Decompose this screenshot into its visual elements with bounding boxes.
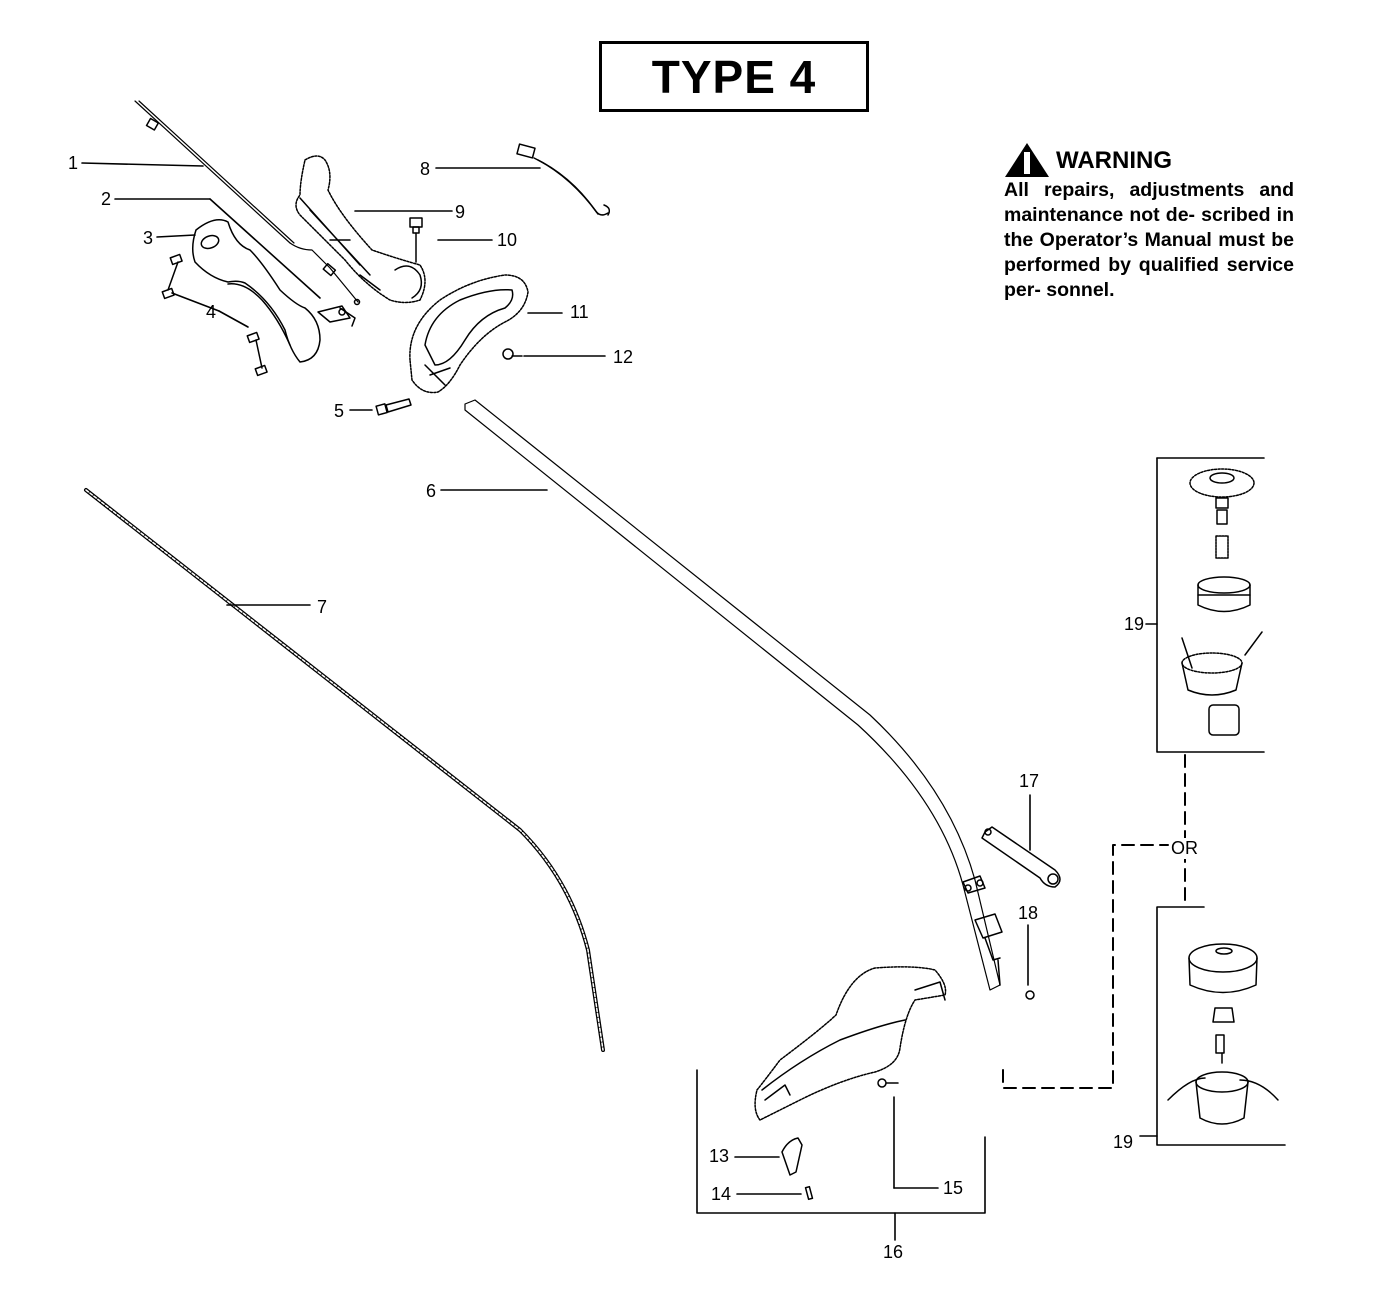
warning-body: All repairs, adjustments and maintenance… <box>1004 179 1294 301</box>
callout-6: 6 <box>426 481 437 501</box>
part-6-shaft-tube <box>464 399 1003 991</box>
callout-17: 17 <box>1019 771 1040 791</box>
callout-9: 9 <box>455 202 466 222</box>
callout-10: 10 <box>497 230 518 250</box>
part-1-throttle-cable <box>134 100 361 306</box>
callout-19-upper: 19 <box>1124 614 1145 634</box>
part-7-flex-shaft <box>84 488 605 1052</box>
part-9-handle-housing-switch <box>295 155 426 304</box>
part-5-bolt <box>375 398 412 416</box>
callout-7: 7 <box>317 597 328 617</box>
part-3-handle-housing <box>192 219 321 363</box>
or-label: OR <box>1170 838 1199 859</box>
callout-5: 5 <box>334 401 345 421</box>
page-title: TYPE 4 <box>599 41 869 112</box>
callout-19-lower: 19 <box>1113 1132 1134 1152</box>
part-4-screws <box>161 253 268 377</box>
callout-8: 8 <box>420 159 431 179</box>
part-17-wrench <box>981 826 1061 888</box>
part-16-deflector-shield <box>754 966 947 1121</box>
leader-lines <box>81 162 1286 1241</box>
callout-15: 15 <box>943 1178 964 1198</box>
part-11-assist-handle <box>409 274 529 394</box>
callout-2: 2 <box>101 189 112 209</box>
callout-12: 12 <box>613 347 634 367</box>
callout-16: 16 <box>883 1242 904 1262</box>
warning-triangle-icon <box>1005 143 1049 177</box>
part-10-switch <box>409 217 423 263</box>
part-18-nut <box>1025 990 1035 1000</box>
part-14-screw <box>804 1185 814 1201</box>
part-19b-trimmer-head <box>1167 943 1279 1125</box>
callout-4: 4 <box>206 302 217 322</box>
callout-18: 18 <box>1018 903 1039 923</box>
callout-13: 13 <box>709 1146 730 1166</box>
or-connector-dashed <box>1002 754 1186 1089</box>
callout-11: 11 <box>570 302 589 322</box>
warning-header: WARNING <box>1004 142 1294 178</box>
part-15-screw <box>877 1078 899 1088</box>
part-19a-trimmer-head <box>1181 468 1263 736</box>
callout-14: 14 <box>711 1184 732 1204</box>
warning-heading: WARNING <box>1056 146 1172 174</box>
part-13-cutter-blade <box>781 1137 803 1176</box>
part-8-strap-hanger <box>516 143 611 216</box>
part-2-trigger <box>317 305 356 327</box>
callout-3: 3 <box>143 228 154 248</box>
warning-notice: WARNING All repairs, adjustments and mai… <box>1004 142 1294 303</box>
callout-1: 1 <box>68 153 79 173</box>
part-12-wing-nut <box>502 348 523 360</box>
